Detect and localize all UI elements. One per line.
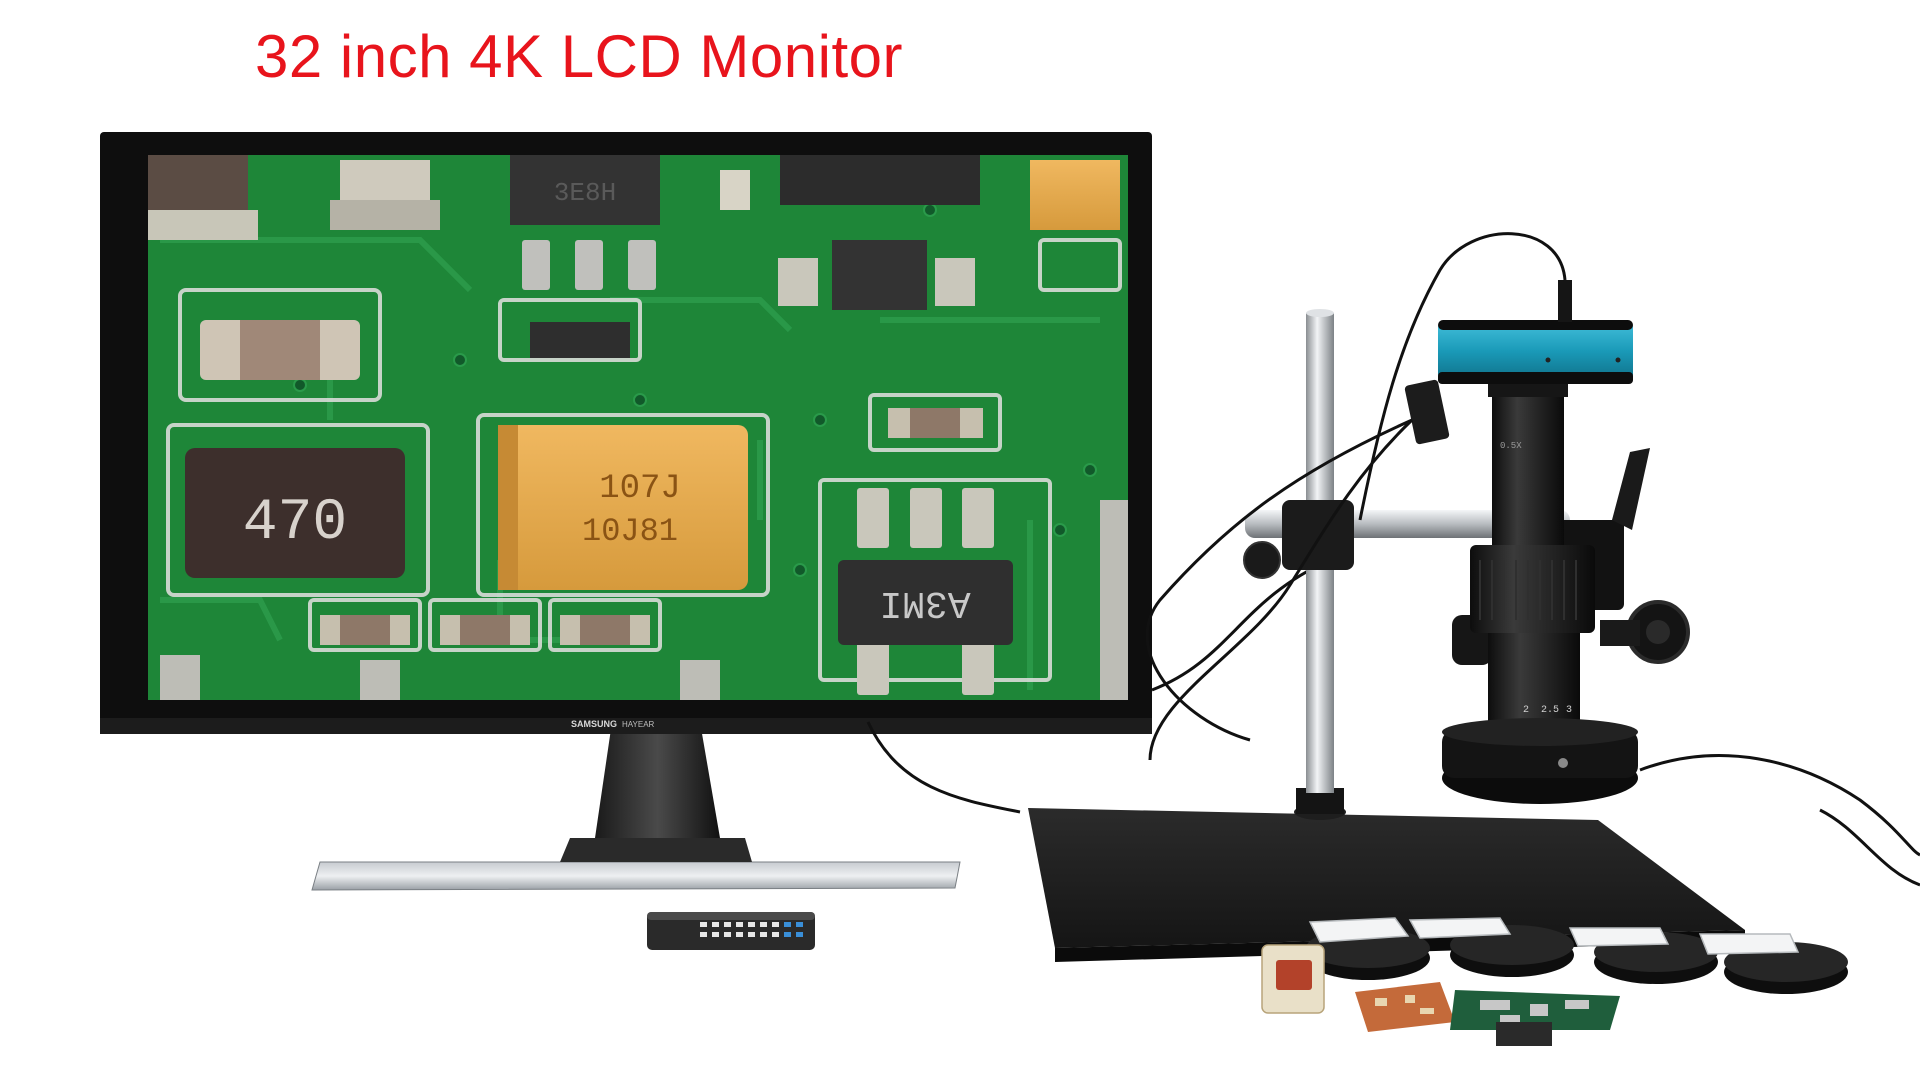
lens-scale-2-5: 2.5: [1541, 705, 1559, 716]
monitor-brand-logo: SAMSUNG: [571, 719, 617, 729]
chip-marking-470: 470: [243, 491, 347, 556]
chip-marking-a3mi: A3MI: [879, 581, 970, 624]
svg-text:3E8H: 3E8H: [554, 178, 616, 208]
lens-marking-magnification: 0.5X: [1500, 441, 1522, 451]
monitor: SAMSUNG HAYEAR: [100, 132, 1152, 891]
sample-pcb-orange: [1355, 982, 1455, 1032]
inductor-470: [185, 448, 405, 578]
headline-title: 32 inch 4K LCD Monitor: [255, 23, 903, 90]
remote-control: [647, 912, 815, 950]
sample-accessories: [1261, 917, 1848, 1046]
monitor-stand-base: [311, 861, 961, 891]
glass-slides: [1308, 917, 1800, 955]
monitor-screen: 3E8H 470 107J 10J81: [148, 155, 1128, 700]
tantalum-capacitor: [498, 425, 748, 590]
zoom-lens-body: [1492, 395, 1564, 545]
clamp-knob-icon: [1243, 541, 1281, 579]
sot-ic-chip: [838, 560, 1013, 645]
chip-marking-107j: 107J: [599, 470, 681, 508]
monitor-cobrand-logo: HAYEAR: [622, 720, 655, 729]
stand-base-plate: [1028, 808, 1745, 948]
lens-scale-3: 3: [1566, 705, 1572, 716]
monitor-stand-neck: [595, 722, 720, 838]
lens-scale-2: 2: [1523, 705, 1529, 716]
cables: [1145, 232, 1920, 887]
microscope-head: 0.5X 2 2.5 3: [1404, 280, 1690, 804]
camera-body: [1438, 320, 1633, 382]
chip-marking-10j81: 10J81: [582, 513, 678, 550]
